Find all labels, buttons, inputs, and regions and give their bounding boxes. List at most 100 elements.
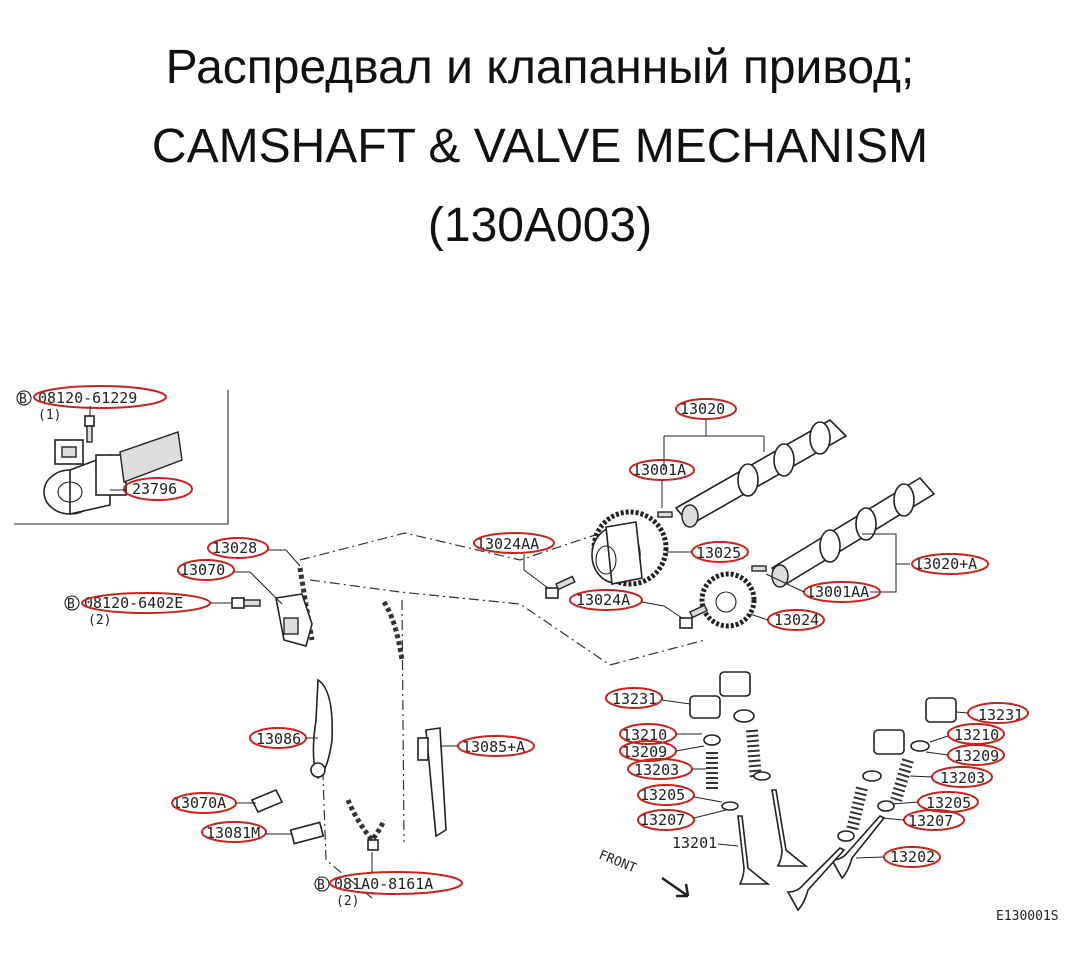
svg-text:13024AA: 13024AA <box>476 535 539 553</box>
callout-13201[interactable]: 13201 <box>672 834 739 852</box>
callout-13086[interactable]: 13086 <box>249 727 318 749</box>
callout-13020A[interactable]: 13020+A <box>862 533 989 593</box>
intake-camshaft <box>674 419 848 528</box>
callout-13202[interactable]: 13202 <box>855 846 941 868</box>
intake-valve-assembly <box>689 671 809 885</box>
front-arrow-icon <box>661 876 690 898</box>
svg-text:13207: 13207 <box>908 812 953 830</box>
svg-text:08120-61229: 08120-61229 <box>38 389 137 407</box>
svg-text:13201: 13201 <box>672 834 717 852</box>
exhaust-valve-assembly <box>786 697 957 912</box>
callout-081A0-8161A[interactable]: B 081A0-8161A (2) <box>314 852 463 909</box>
callout-13207-left[interactable]: 13207 <box>637 809 727 831</box>
front-direction-indicator: FRONT <box>597 848 690 898</box>
timing-chain <box>297 567 405 845</box>
callout-13205-right[interactable]: 13205 <box>891 791 979 813</box>
svg-text:13205: 13205 <box>640 786 685 804</box>
chain-guide <box>417 727 447 838</box>
exhaust-cam-sprocket <box>699 571 757 629</box>
title-block: Распредвал и клапанный привод; CAMSHAFT … <box>0 28 1080 265</box>
svg-text:13210: 13210 <box>622 726 667 744</box>
callout-13024A[interactable]: 13024A <box>569 589 683 619</box>
callout-13207-right[interactable]: 13207 <box>881 809 965 831</box>
callout-13205-left[interactable]: 13205 <box>637 784 723 806</box>
callout-13001AA[interactable]: 13001AA <box>765 573 881 603</box>
b-marker: B <box>317 878 325 893</box>
svg-text:13024: 13024 <box>774 611 819 629</box>
svg-text:13028: 13028 <box>212 539 257 557</box>
callout-13025[interactable]: 13025 <box>666 541 749 563</box>
chain-tensioner <box>275 593 313 647</box>
callout-13070[interactable]: 13070 <box>177 559 283 605</box>
callout-13203-right[interactable]: 13203 <box>909 766 993 788</box>
svg-text:13024A: 13024A <box>576 591 630 609</box>
callout-13231-left[interactable]: 13231 <box>605 687 691 709</box>
exhaust-camshaft <box>770 476 936 588</box>
svg-text:(2): (2) <box>336 894 359 909</box>
exhaust-sprocket-bolt <box>679 604 708 629</box>
svg-text:13205: 13205 <box>926 794 971 812</box>
svg-text:23796: 23796 <box>132 480 177 498</box>
tensioner-pin <box>250 788 284 814</box>
timing-chain-outline <box>299 529 706 899</box>
svg-text:13070A: 13070A <box>172 794 226 812</box>
tensioner-plunger <box>289 821 325 845</box>
svg-text:13020: 13020 <box>680 400 725 418</box>
callout-13028[interactable]: 13028 <box>207 537 301 567</box>
callout-13024AA[interactable]: 13024AA <box>473 532 555 589</box>
svg-text:08120-6402E: 08120-6402E <box>84 594 183 612</box>
svg-text:13020+A: 13020+A <box>914 555 977 573</box>
svg-text:13001AA: 13001AA <box>806 583 869 601</box>
svg-text:13207: 13207 <box>640 811 685 829</box>
callout-13210-right[interactable]: 13210 <box>929 723 1005 745</box>
front-label: FRONT <box>597 848 639 877</box>
svg-text:13231: 13231 <box>612 690 657 708</box>
svg-text:081A0-8161A: 081A0-8161A <box>334 875 433 893</box>
svg-text:13203: 13203 <box>940 769 985 787</box>
callout-13210-left[interactable]: 13210 <box>619 723 702 745</box>
callout-13020[interactable]: 13020 <box>663 398 765 470</box>
callout-08120-61229[interactable]: B 08120-61229 (1) <box>16 385 167 423</box>
callout-13209-right[interactable]: 13209 <box>925 744 1005 766</box>
left-lifter-b <box>719 671 751 697</box>
solenoid-inset: B 08120-61229 (1) 23796 <box>14 385 229 525</box>
callout-13209-left[interactable]: 13209 <box>619 740 705 762</box>
intake-cam-sprocket <box>591 509 669 587</box>
solenoid-bolt <box>84 415 95 443</box>
b-marker: B <box>19 392 27 407</box>
b-marker: B <box>67 597 75 612</box>
exhaust-dowel-pin <box>751 565 767 572</box>
intake-sprocket-bolt <box>545 575 576 599</box>
callout-13024[interactable]: 13024 <box>749 609 825 631</box>
svg-text:13081M: 13081M <box>206 824 260 842</box>
svg-text:13231: 13231 <box>978 706 1023 724</box>
svg-text:13085+A: 13085+A <box>462 738 525 756</box>
svg-text:13202: 13202 <box>890 848 935 866</box>
svg-text:13209: 13209 <box>622 743 667 761</box>
left-lifter-a <box>689 695 721 719</box>
callout-13203-left[interactable]: 13203 <box>627 758 706 780</box>
callout-13081M[interactable]: 13081M <box>201 821 292 843</box>
svg-text:13001A: 13001A <box>632 461 686 479</box>
diagram-code: E130001S <box>996 909 1059 924</box>
callout-13085A[interactable]: 13085+A <box>440 735 535 757</box>
callout-13070A[interactable]: 13070A <box>171 792 256 814</box>
svg-text:13070: 13070 <box>180 561 225 579</box>
svg-text:13025: 13025 <box>696 544 741 562</box>
oil-control-solenoid <box>43 431 183 515</box>
title-russian: Распредвал и клапанный привод; <box>165 41 915 94</box>
callout-13231-right[interactable]: 13231 <box>955 702 1029 724</box>
svg-text:13209: 13209 <box>954 747 999 765</box>
chain-tensioner-lever <box>310 678 334 780</box>
tensioner-bolt <box>231 597 261 609</box>
intake-dowel-pin <box>657 511 673 518</box>
svg-text:13203: 13203 <box>634 761 679 779</box>
svg-text:13210: 13210 <box>954 726 999 744</box>
callout-08120-6402E[interactable]: B 08120-6402E (2) <box>64 592 232 628</box>
svg-text:(2): (2) <box>88 613 111 628</box>
svg-text:(1): (1) <box>38 408 61 423</box>
callout-23796[interactable]: 23796 <box>110 477 193 501</box>
chain-guide-bolt <box>367 839 379 851</box>
callout-13001A[interactable]: 13001A <box>629 459 695 508</box>
